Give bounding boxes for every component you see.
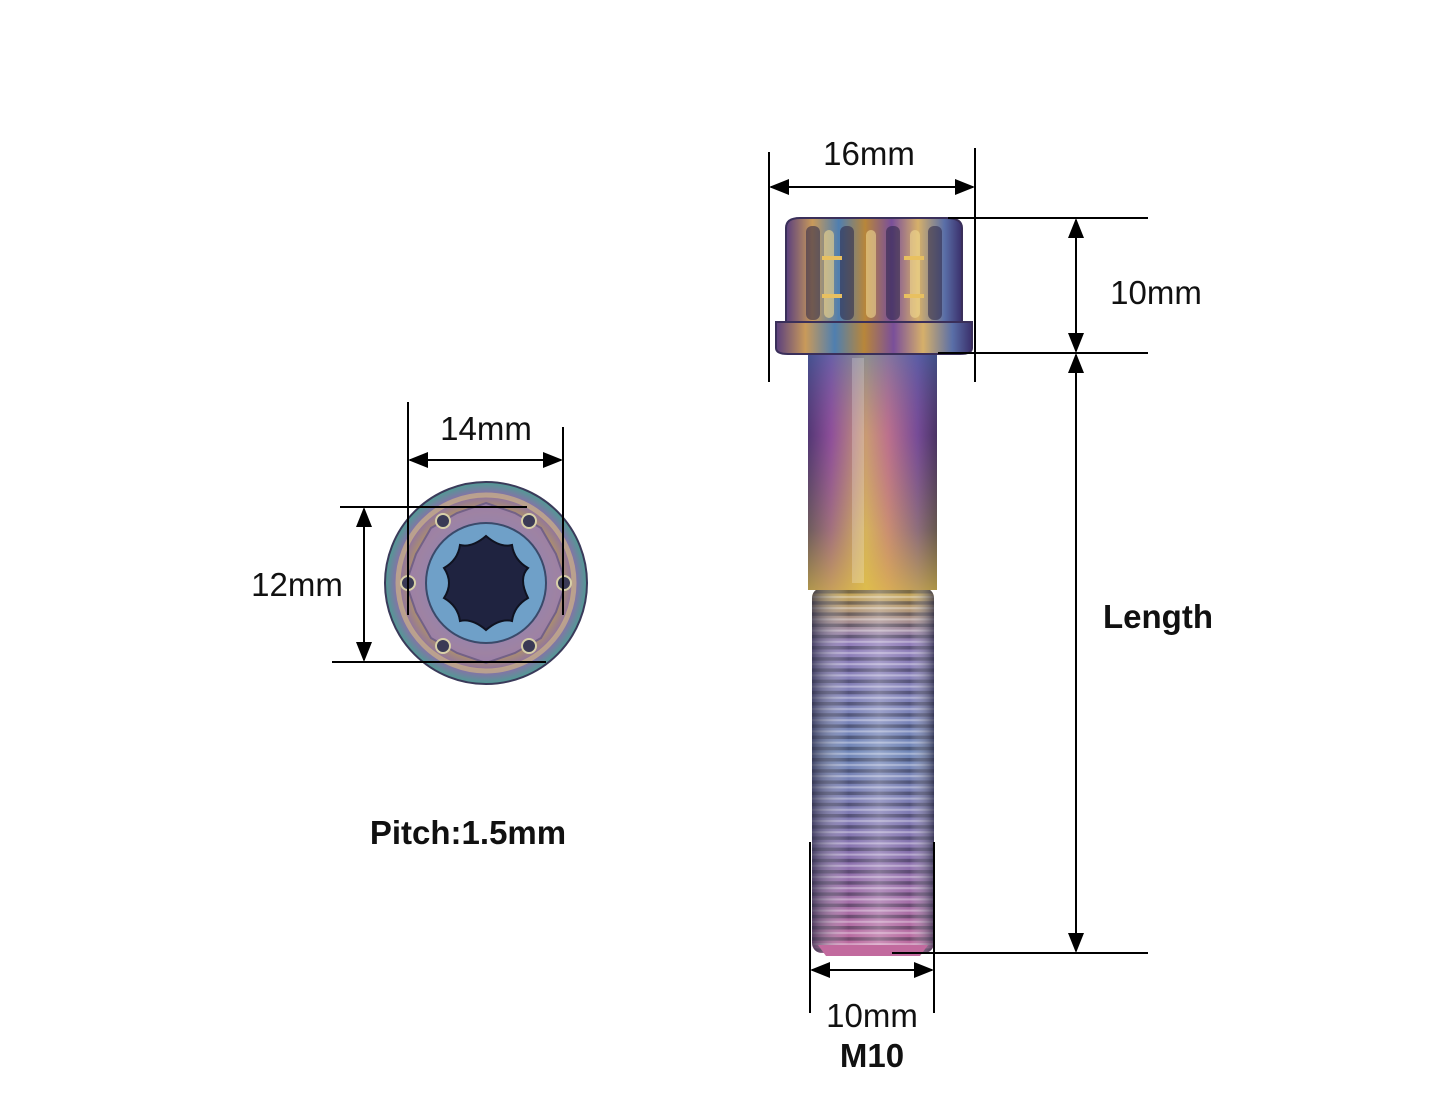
top-view: 14mm 12mm Pitch:1.5mm <box>251 402 588 851</box>
flange-width-label: 14mm <box>440 410 532 447</box>
head-width-label: 16mm <box>823 135 915 172</box>
torx-drive-icon <box>442 534 530 632</box>
flange-rim <box>395 492 577 674</box>
head-flange <box>775 321 973 355</box>
thread-diameter-label: 10mm <box>826 997 918 1034</box>
head-flutes <box>806 226 942 320</box>
side-view: 16mm 10mm Length 10mm M10 <box>768 135 1213 1074</box>
drive-size-label: 12mm <box>251 566 343 603</box>
lockwire-slots <box>822 256 924 298</box>
length-label: Length <box>1103 598 1213 635</box>
head-height-label: 10mm <box>1110 274 1202 311</box>
pitch-label: Pitch:1.5mm <box>370 814 566 851</box>
thread-size-label: M10 <box>840 1037 904 1074</box>
